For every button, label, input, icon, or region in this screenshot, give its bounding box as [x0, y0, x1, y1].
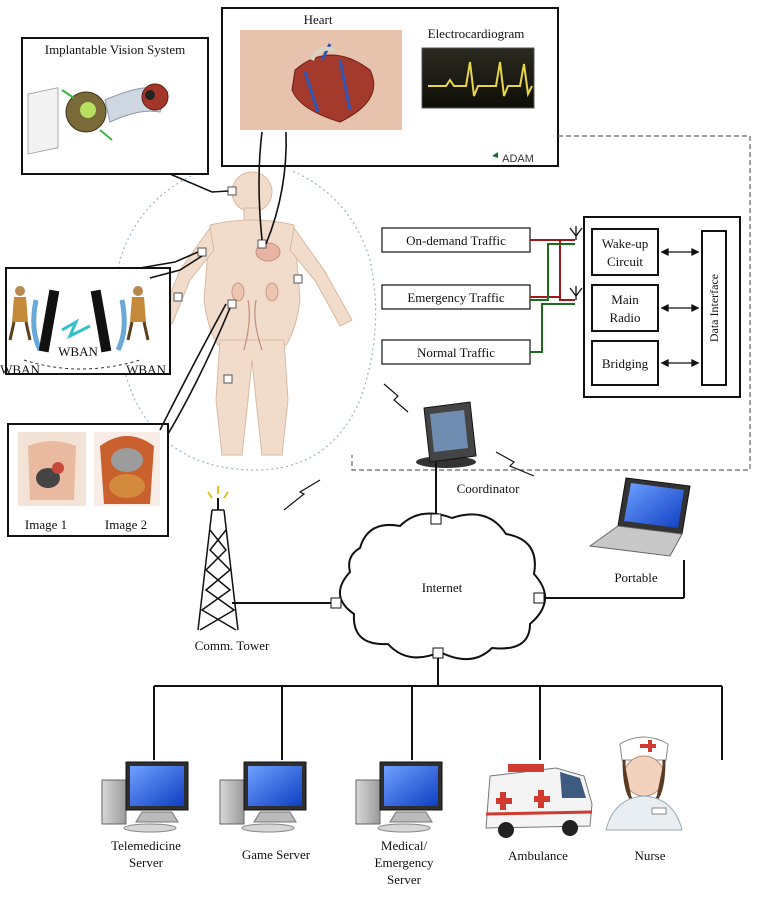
- ecg-label: Electrocardiogram: [428, 26, 525, 41]
- dashed-link: [351, 135, 751, 471]
- wireless-links: [283, 383, 535, 511]
- wakeup-circuit-line1: Wake-up: [602, 236, 649, 251]
- medical-label-line3: Server: [387, 872, 422, 887]
- traffic-routing-lines: [530, 239, 575, 353]
- data-interface-label: Data Interface: [707, 274, 721, 342]
- body-sensor-nodes: [173, 186, 303, 384]
- medical-label-line1: Medical/: [381, 838, 428, 853]
- data-interface-arrows: [660, 247, 700, 368]
- internet-cloud: Internet: [339, 512, 547, 660]
- vision-system-panel: Implantable Vision System: [21, 37, 209, 175]
- network-ports: [330, 513, 545, 659]
- main-radio-line2: Radio: [609, 310, 640, 325]
- coordinator-device: [416, 401, 477, 468]
- wban-label-center: WBAN: [58, 344, 98, 359]
- portable-label: Portable: [614, 570, 658, 585]
- body-aura: [114, 169, 377, 471]
- ambulance-label: Ambulance: [508, 848, 568, 863]
- wban-label-right: WBAN: [126, 362, 166, 377]
- adam-logo: ADAM: [502, 153, 534, 165]
- ecg-waveform: [428, 61, 533, 98]
- on-demand-traffic-label: On-demand Traffic: [406, 233, 506, 248]
- sensor-panel-links: [139, 131, 287, 435]
- traffic-classes: On-demand Traffic Emergency Traffic Norm…: [381, 227, 531, 365]
- image-2-label: Image 2: [105, 517, 147, 532]
- medical-images-panel: Image 1 Image 2: [7, 423, 169, 537]
- ambulance-icon: [485, 764, 593, 838]
- wban-wireless-link: [61, 318, 91, 340]
- image-1-label: Image 1: [25, 517, 67, 532]
- wban-person-right: [126, 286, 150, 341]
- bridging-label: Bridging: [602, 356, 649, 371]
- main-radio-line1: Main: [611, 292, 639, 307]
- ecg-monitor: [421, 47, 535, 109]
- game-server-label: Game Server: [242, 847, 311, 862]
- vision-system-title: Implantable Vision System: [45, 42, 186, 57]
- network-links: [153, 462, 723, 760]
- internet-label: Internet: [422, 580, 463, 595]
- laptop-icon: [588, 477, 691, 557]
- comm-tower-label: Comm. Tower: [195, 638, 270, 653]
- coordinator-label: Coordinator: [457, 481, 520, 496]
- nurse-icon: [605, 736, 683, 831]
- emergency-traffic-label: Emergency Traffic: [407, 290, 505, 305]
- human-body-figure: [159, 171, 353, 456]
- telemedicine-label-line1: Telemedicine: [111, 838, 181, 853]
- wban-panel: WBAN WBAN WBAN: [0, 267, 171, 377]
- radio-module: Wake-up Circuit Main Radio Bridging Data…: [583, 216, 741, 398]
- wakeup-circuit-line2: Circuit: [607, 254, 643, 269]
- game-server-icon: [219, 761, 307, 833]
- body-organs: [231, 242, 281, 351]
- wban-label-left: WBAN: [0, 362, 40, 377]
- antenna-icons: [569, 226, 583, 300]
- medical-server-icon: [355, 761, 443, 833]
- medical-label-line2: Emergency: [375, 855, 434, 870]
- heart-ecg-panel: Heart Electrocardiogram ADAM: [221, 7, 559, 167]
- comm-tower-icon: [197, 486, 239, 631]
- wban-person-left: [8, 286, 32, 341]
- telemedicine-label-line2: Server: [129, 855, 164, 870]
- nurse-label: Nurse: [634, 848, 665, 863]
- heart-label: Heart: [304, 12, 333, 27]
- telemedicine-server-icon: [101, 761, 189, 833]
- normal-traffic-label: Normal Traffic: [417, 345, 495, 360]
